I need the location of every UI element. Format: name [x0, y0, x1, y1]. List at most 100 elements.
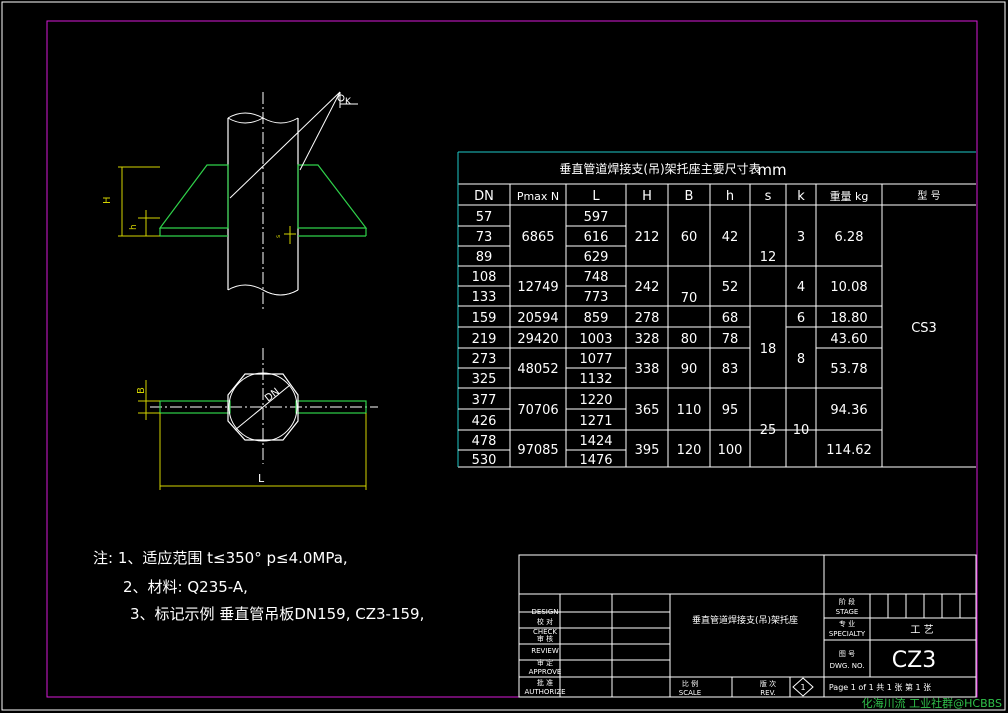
cell-B: 110	[677, 403, 702, 418]
cell-model: CS3	[911, 321, 937, 336]
cell-h: 100	[718, 443, 743, 458]
cell-H: 328	[635, 332, 660, 347]
cell-pmax: 70706	[517, 403, 558, 418]
cell-k: 6	[797, 311, 805, 326]
tb-dwg: DWG. NO.	[830, 662, 865, 670]
tb-approve: APPROVE	[529, 668, 562, 676]
tb-design: DESIGN	[532, 608, 559, 616]
col-header: Pmax N	[517, 190, 559, 203]
tb-stage: STAGE	[836, 608, 859, 616]
cell-pmax: 97085	[517, 443, 558, 458]
cell-L: 859	[584, 311, 609, 326]
cell-h: 68	[722, 311, 739, 326]
col-header: L	[592, 189, 600, 204]
cell-L: 773	[584, 290, 609, 305]
label-DN: DN	[263, 386, 282, 404]
cell-h: 42	[722, 230, 739, 245]
tb-drawing-title: 垂直管道焊接支(吊)架托座	[692, 614, 798, 626]
note-2: 2、材料: Q235-A,	[123, 578, 248, 596]
cell-B: 80	[681, 332, 698, 347]
cell-B: 70	[681, 291, 698, 306]
tb-check: CHECK	[533, 628, 557, 636]
cell-dn: 273	[472, 352, 497, 367]
cell-h: 83	[722, 362, 739, 377]
cell-dn: 108	[472, 270, 497, 285]
label-H: H	[102, 196, 113, 204]
col-header: s	[765, 189, 772, 204]
col-header: H	[642, 189, 652, 204]
cell-L: 1077	[579, 352, 612, 367]
cell-H: 395	[635, 443, 660, 458]
cell-k: 4	[797, 280, 805, 295]
cell-dn: 159	[472, 311, 497, 326]
cell-dn: 426	[472, 414, 497, 429]
cell-dn: 89	[476, 250, 493, 265]
cell-k: 10	[793, 423, 810, 438]
drawing-border	[46, 20, 978, 698]
cell-L: 1132	[579, 372, 612, 387]
tb-specialty-cn: 专 业	[839, 619, 855, 628]
cell-dn: 219	[472, 332, 497, 347]
tb-review: REVIEW	[531, 647, 559, 655]
cell-pmax: 48052	[517, 362, 558, 377]
cell-L: 1476	[579, 453, 612, 468]
dimension-table-text: 垂直管道焊接支(吊)架托座主要尺寸表 mm DN Pmax N L H B h …	[472, 161, 941, 468]
cell-pmax: 29420	[517, 332, 558, 347]
cell-L: 597	[584, 210, 609, 225]
col-header: k	[797, 189, 805, 204]
cell-L: 1424	[579, 434, 612, 449]
title-block-text: DESIGN 校 对 CHECK 审 核 REVIEW 审 定 APPROVE …	[524, 597, 936, 697]
tb-specialty: SPECIALTY	[829, 630, 866, 638]
tb-rev-cn: 版 次	[760, 679, 776, 688]
cell-dn: 530	[472, 453, 497, 468]
cell-H: 338	[635, 362, 660, 377]
cell-L: 1003	[579, 332, 612, 347]
cell-H: 212	[635, 230, 660, 245]
cell-dn: 57	[476, 210, 493, 225]
tb-review-cn: 审 核	[537, 634, 553, 643]
cell-s: 18	[760, 342, 777, 357]
tb-rev-value: 1	[800, 683, 805, 692]
cell-k: 8	[797, 352, 805, 367]
watermark: 化海川流 工业社群@HCBBS	[861, 697, 1002, 710]
tb-rev: REV.	[760, 689, 775, 697]
cell-dn: 73	[476, 230, 493, 245]
cell-B: 60	[681, 230, 698, 245]
cell-L: 1220	[579, 393, 612, 408]
cell-B: 90	[681, 362, 698, 377]
tb-scale-cn: 比 例	[682, 679, 698, 688]
dimension-table	[457, 151, 976, 468]
cell-L: 1271	[579, 414, 612, 429]
cell-L: 616	[584, 230, 609, 245]
label-L: L	[258, 472, 265, 485]
cell-weight: 18.80	[830, 311, 867, 326]
tb-approve-cn: 审 定	[537, 658, 553, 667]
front-view: H h K s	[102, 91, 368, 312]
cell-H: 242	[635, 280, 660, 295]
cell-h: 95	[722, 403, 739, 418]
col-header: h	[726, 189, 734, 204]
label-h: h	[129, 224, 139, 230]
plan-view: B DN L	[136, 348, 378, 490]
label-K: K	[345, 97, 352, 107]
cell-weight: 6.28	[835, 230, 864, 245]
title-block	[518, 554, 977, 698]
cell-L: 629	[584, 250, 609, 265]
cell-H: 365	[635, 403, 660, 418]
tb-specialty-value: 工 艺	[910, 624, 933, 636]
tb-authorize-cn: 批 准	[537, 678, 553, 687]
table-title: 垂直管道焊接支(吊)架托座主要尺寸表	[559, 161, 760, 176]
cell-L: 748	[584, 270, 609, 285]
tb-authorize: AUTHORIZE	[524, 688, 565, 696]
note-3: 3、标记示例 垂直管吊板DN159, CZ3-159,	[130, 605, 425, 623]
cell-weight: 53.78	[830, 362, 867, 377]
tb-scale: SCALE	[679, 689, 701, 697]
cell-s: 12	[760, 250, 777, 265]
label-s: s	[275, 235, 282, 238]
cell-h: 52	[722, 280, 739, 295]
col-header: 重量 kg	[830, 189, 869, 203]
col-header: B	[685, 189, 694, 204]
cell-s: 25	[760, 423, 777, 438]
